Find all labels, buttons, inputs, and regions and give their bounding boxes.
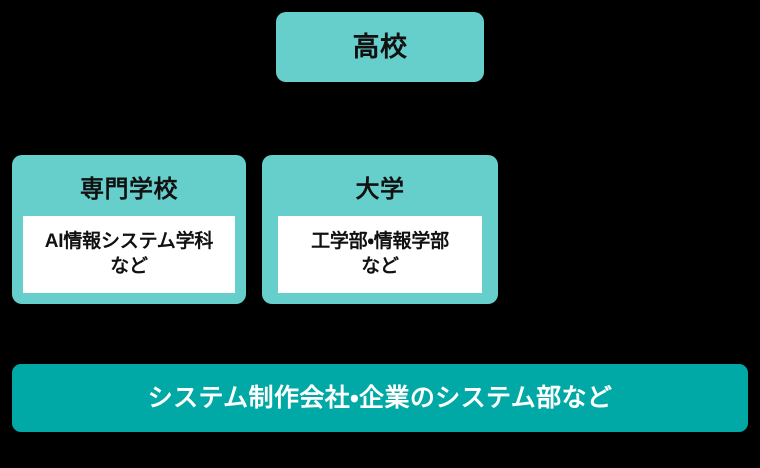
node-employers[interactable]: システム制作会社・企業のシステム部など	[12, 364, 748, 432]
node-high-school[interactable]: 高校	[276, 12, 484, 82]
plate-line-secondary: など	[110, 255, 148, 277]
plate-line-primary: AI情報システム学科	[44, 230, 214, 252]
node-university[interactable]: 大学 工学部・情報学部 など	[262, 155, 498, 304]
node-university-plate: 工学部・情報学部 など	[278, 216, 482, 293]
node-university-title: 大学	[355, 176, 405, 203]
node-high-school-title: 高校	[352, 31, 408, 62]
node-employers-title: システム制作会社・企業のシステム部など	[147, 383, 613, 412]
plate-line-secondary: など	[361, 255, 399, 277]
plate-line-primary: 工学部・情報学部	[311, 230, 449, 252]
node-vocational-school-plate: AI情報システム学科 など	[23, 216, 235, 293]
node-vocational-school-title: 専門学校	[80, 176, 178, 203]
node-vocational-school[interactable]: 専門学校 AI情報システム学科 など	[12, 155, 246, 304]
